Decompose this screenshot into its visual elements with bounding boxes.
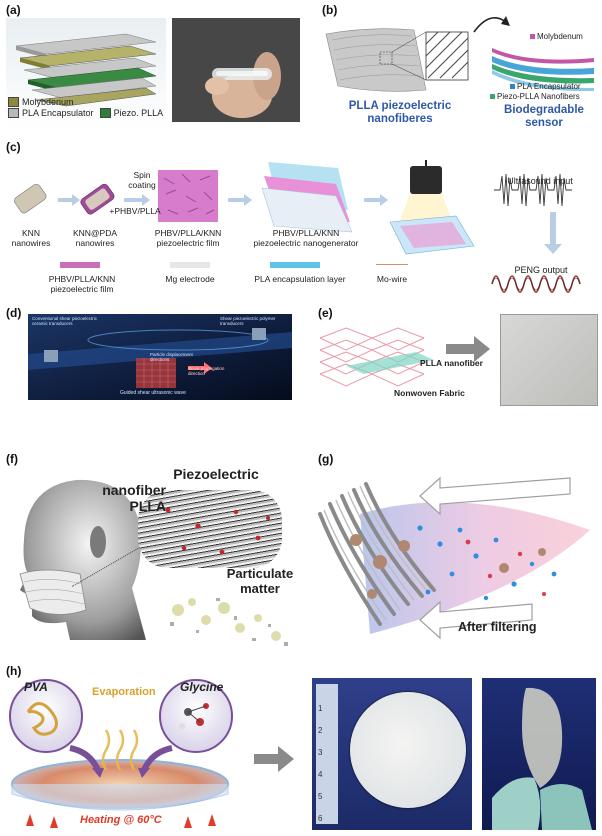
ruler-tick-5: 5 — [318, 792, 323, 801]
polymer-transducer-note: Shear piezoelectric polymer transducers — [220, 316, 276, 326]
evaporation-label: Evaporation — [92, 686, 156, 698]
after-filtering-label: After filtering — [458, 620, 537, 634]
legend-swatch-mo-wire — [376, 264, 408, 265]
panel-c-label: (c) — [6, 140, 21, 154]
wave-direction-note: Wave propagation direction — [188, 366, 225, 376]
ultrasound-input-label: Ultrasound input — [507, 176, 573, 186]
legend-swatch-mo — [530, 34, 535, 39]
legend-swatch-pla-layer — [270, 262, 320, 268]
arrow-right-icon — [278, 746, 294, 772]
ruler: 1 2 3 4 5 6 — [316, 684, 338, 824]
ruler-tick-2: 2 — [318, 726, 323, 735]
legend-swatch-piezo-b — [490, 94, 495, 99]
panel-d-label: (d) — [6, 306, 22, 320]
biodegradable-sensor-illustration — [488, 28, 600, 108]
shear-wave-illustration — [28, 314, 292, 400]
nanofiber-plla-title: nanofiber PLLA — [102, 482, 166, 514]
nanofiber-mesh-illustration — [316, 320, 446, 400]
pva-label: PVA — [24, 680, 48, 694]
glycine-label: Glycine — [180, 680, 224, 694]
legend-swatch-pla — [8, 107, 19, 118]
legend-swatch-film — [60, 262, 100, 268]
flexible-device-photo — [172, 18, 300, 122]
plla-nanofiber-label: PLLA nanofiber — [420, 358, 483, 368]
particle-displacement-note: Particle displacement directions — [150, 352, 193, 362]
legend-swatch-piezo — [99, 107, 111, 118]
panel-h-label: (h) — [6, 664, 22, 678]
legend-mg-label: Mg electrode — [165, 274, 215, 284]
panel-b-label: (b) — [322, 3, 338, 17]
fabric-photo — [500, 314, 598, 406]
circular-film — [350, 692, 466, 808]
panel-g-label: (g) — [318, 452, 334, 466]
legend-piezo-plla: Piezo. PLLA — [113, 107, 164, 118]
sensor-legend-piezo: Piezo-PLLA Nanofibers — [490, 92, 580, 101]
mask-head-illustration — [6, 470, 156, 640]
heating-label: Heating @ 60°C — [80, 814, 162, 826]
panel-f-label: (f) — [6, 452, 18, 466]
plla-fiber-title: PLLA piezoelectric nanofiberes — [348, 100, 452, 125]
ruler-tick-1: 1 — [318, 704, 323, 713]
guided-wave-note: Guided shear ultrasonic wave — [120, 390, 186, 396]
legend-pla-encapsulator: PLA Encapsulator — [22, 107, 94, 118]
nanofiber-bundle — [138, 490, 282, 568]
legend-swatch-molybdenum — [8, 96, 19, 107]
legend-molybdenum: Molybdenum — [22, 96, 74, 107]
arrow-right-icon — [474, 336, 490, 362]
filtering-illustration — [300, 444, 602, 650]
nanofiber-mat-illustration — [322, 24, 472, 96]
arrow-shaft-h — [254, 754, 280, 764]
pva-glycine-film-photo: 1 2 3 4 5 6 — [312, 678, 472, 830]
evaporation-process-illustration — [6, 676, 236, 832]
panel-a-legend: Molybdenum PLA Encapsulator Piezo. PLLA — [8, 96, 163, 118]
legend-mo-wire-label: Mo-wire — [376, 274, 408, 284]
layered-device-illustration — [6, 18, 166, 130]
legend-film-label: PHBV/PLLA/KNN piezoelectric film — [48, 274, 116, 294]
conventional-transducer-note: Conventional shear piezoelectric ceramic… — [32, 316, 98, 326]
panel-a-label: (a) — [6, 3, 21, 17]
legend-swatch-pla-b — [510, 84, 515, 89]
curved-arrow-icon — [472, 10, 512, 36]
fabrication-process-diagram — [6, 160, 602, 300]
panel-e-label: (e) — [318, 306, 333, 320]
ruler-tick-3: 3 — [318, 748, 323, 757]
legend-pla-layer-label: PLA encapsulation layer — [254, 274, 346, 284]
nonwoven-fabric-label: Nonwoven Fabric — [394, 388, 465, 398]
ruler-tick-6: 6 — [318, 814, 323, 823]
arrow-shaft-e — [446, 344, 476, 354]
particulate-matter-label: Particulate matter — [226, 566, 294, 596]
flexible-film-photo — [482, 678, 596, 830]
particulate-matter-cloud — [148, 580, 298, 650]
sensor-legend-pla: PLA Encapsulator — [510, 82, 581, 91]
phbv-plla-addition-label: +PHBV/PLLA — [109, 206, 161, 216]
sensor-title: Biodegradable sensor — [504, 104, 584, 129]
piezo-nanofiber-title: Piezoelectric — [173, 466, 259, 482]
ruler-tick-4: 4 — [318, 770, 323, 779]
sensor-legend-molybdenum: Molybdenum — [530, 32, 583, 41]
legend-swatch-mg — [170, 262, 210, 268]
peng-output-label: PENG output — [514, 265, 568, 275]
